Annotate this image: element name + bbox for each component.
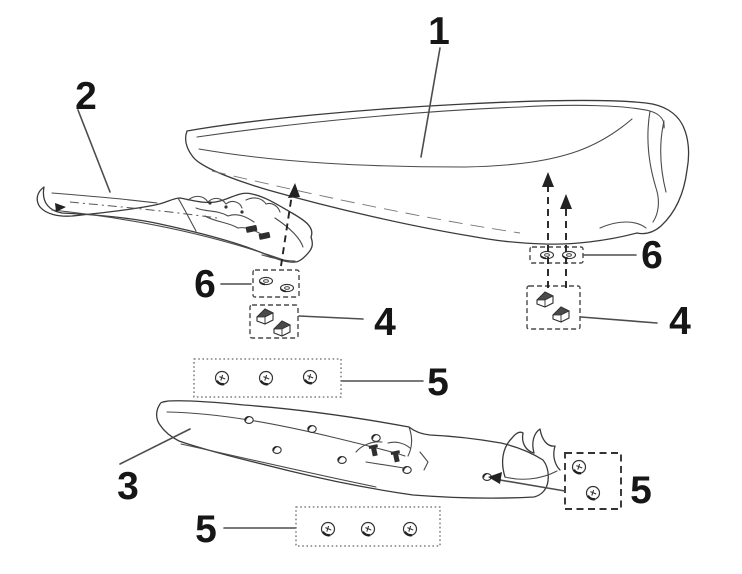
latch-stud [390, 450, 402, 463]
clip-nut-icon [536, 291, 554, 308]
washers-right-group [529, 246, 584, 264]
leader-seat [420, 47, 441, 158]
bracket-outline [36, 186, 313, 263]
washers-right-box [529, 246, 584, 264]
arrow-up-icon [560, 194, 572, 209]
washers-left-box [252, 269, 300, 298]
seat-side-seam [198, 118, 633, 168]
clip-nut-icon [552, 306, 570, 323]
washer-icon [279, 283, 295, 293]
seat-part [185, 99, 690, 245]
leader-clip-nuts-right [580, 316, 658, 324]
callout-clip-nuts-right-label: 4 [669, 300, 691, 343]
seat-rear-crease [647, 110, 659, 223]
rail-hole [306, 424, 318, 434]
screw-icon [258, 370, 274, 386]
rail-hole [244, 415, 254, 425]
rail-center-latch [355, 441, 411, 469]
screws-right-group [564, 452, 622, 510]
seat-rail-part [155, 400, 561, 499]
rail-hole [271, 445, 283, 455]
washer-icon [561, 250, 577, 260]
screw-icon [360, 521, 376, 537]
screw-icon [585, 485, 601, 501]
screw-icon [302, 369, 318, 385]
seat-bottom-piping [211, 170, 521, 234]
seat-top-seam [196, 104, 665, 138]
leader-lines [77, 47, 658, 529]
leader-rail [119, 428, 191, 465]
washer-icon [258, 276, 274, 286]
callout-rail-label: 3 [117, 465, 139, 508]
screw-icon [402, 521, 418, 537]
screws-bottom-group [295, 506, 441, 547]
clip-nuts-left-group [249, 304, 299, 339]
callout-screws-top-label: 5 [427, 361, 449, 404]
callout-screws-bottom-label: 5 [195, 508, 217, 551]
rail-lip-line [166, 411, 406, 457]
seat-rear-bottom-detail [599, 221, 647, 229]
clip-nuts-right-group [526, 285, 581, 330]
washers-left-group [252, 269, 300, 298]
bracket-top-inner [51, 192, 158, 204]
arrow-up-icon [288, 183, 300, 198]
clip-nuts-left-box [249, 304, 299, 339]
screws-bottom-box [295, 506, 441, 547]
leader-bracket [77, 109, 111, 193]
screw-icon [320, 521, 336, 537]
arrow-up-icon [542, 172, 554, 187]
arrow-left-point-icon [488, 472, 502, 484]
clip-nut-icon [273, 320, 291, 337]
rail-rear-fin [501, 428, 561, 480]
rail-junction-step [407, 426, 429, 471]
rail-hole [370, 433, 382, 443]
seat-bracket-part [36, 186, 313, 263]
seat-rear-crease-2 [660, 120, 667, 193]
bracket-waist-line [177, 197, 197, 232]
latch-stud [368, 444, 380, 457]
callout-bracket-label: 2 [75, 75, 97, 118]
callout-clip-nuts-left-label: 4 [374, 301, 396, 344]
assembly-arrows [280, 172, 572, 288]
leader-screws-right [499, 479, 566, 492]
washer-icon [539, 250, 555, 260]
screw-icon [214, 370, 230, 386]
callout-seat-label: 1 [428, 10, 450, 53]
bracket-centerline [69, 201, 218, 219]
bracket-latch-mechanism [187, 195, 281, 240]
callout-washers-left-label: 6 [194, 263, 216, 306]
leader-clip-nuts-left [298, 315, 364, 320]
bracket-flange-inner [261, 217, 304, 262]
arrow-left-stem [280, 193, 293, 267]
clip-nuts-right-box [526, 285, 581, 330]
bracket-inner-bottom [51, 209, 291, 263]
seat-outline [185, 99, 690, 245]
screw-icon [571, 459, 587, 475]
clip-nut-icon [256, 308, 274, 325]
screws-top-group [193, 358, 342, 398]
callout-screws-right-label: 5 [630, 469, 652, 512]
callout-washers-right-label: 6 [641, 234, 663, 277]
rail-hole [336, 455, 348, 465]
rail-inner-bottom [180, 443, 377, 488]
screws-right-box [564, 452, 622, 510]
bracket-tip-notch [55, 203, 66, 212]
